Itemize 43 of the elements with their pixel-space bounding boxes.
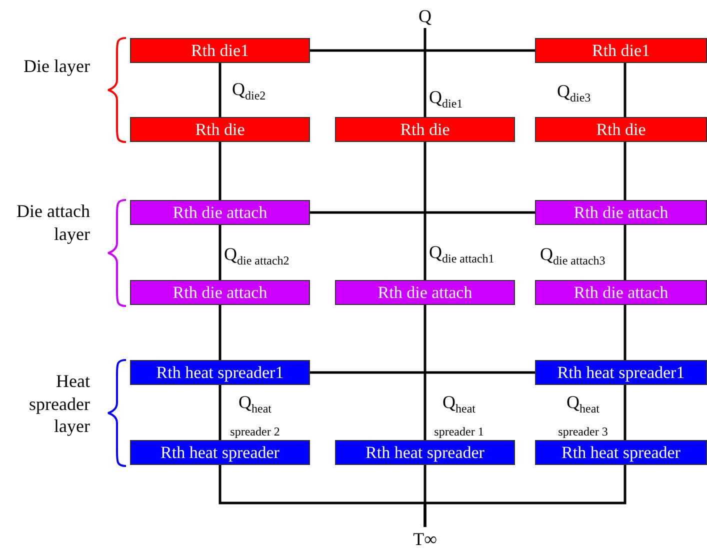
edge-label: Q$_{die attach1}$: [429, 243, 494, 266]
resistance-box: Rth die attach: [535, 200, 707, 225]
resistance-box: Rth heat spreader1: [130, 360, 310, 385]
edge-label: Q$_{die1}$: [429, 88, 463, 111]
resistance-box: Rth die attach: [335, 280, 515, 305]
resistance-box: Rth die attach: [130, 280, 310, 305]
resistance-box: Rth die: [535, 117, 707, 142]
connector-line: [624, 142, 626, 200]
edge-label: Q$_{die attach2}$: [224, 245, 290, 268]
connector-line: [218, 63, 222, 117]
resistance-box: Rth die1: [535, 38, 707, 63]
terminal-label: T∞: [405, 527, 445, 551]
connector-line: [218, 142, 222, 200]
connector-line: [424, 142, 426, 280]
connector-line: [218, 225, 222, 280]
connector-line: [624, 385, 626, 440]
edge-label: Q$_{die2}$: [232, 80, 266, 103]
connector-line: [218, 305, 222, 360]
resistance-box: Rth heat spreader: [535, 440, 707, 465]
connector-line: [310, 49, 535, 52]
layer-label: Heat spreader layer: [28, 370, 90, 438]
connector-line: [624, 305, 626, 360]
resistance-box: Rth die: [335, 117, 515, 142]
connector-line: [310, 211, 535, 214]
connector-line: [624, 63, 626, 117]
resistance-box: Rth die attach: [130, 200, 310, 225]
resistance-box: Rth heat spreader: [335, 440, 515, 465]
terminal-label: Q: [410, 4, 440, 28]
connector-line: [424, 305, 426, 440]
connector-line: [310, 371, 535, 374]
layer-label: Die attach layer: [16, 200, 90, 245]
connector-line: [424, 465, 626, 527]
resistance-box: Rth die1: [130, 38, 310, 63]
resistance-box: Rth die: [130, 117, 310, 142]
connector-line: [218, 385, 222, 440]
resistance-box: Rth die attach: [535, 280, 707, 305]
resistance-box: Rth heat spreader: [130, 440, 310, 465]
edge-label: Q$_{die3}$: [557, 82, 591, 105]
connector-line: [624, 225, 626, 280]
connector-line: [424, 28, 426, 117]
resistance-box: Rth heat spreader1: [535, 360, 707, 385]
edge-label: Q$_{die attach3}$: [540, 245, 606, 268]
layer-label: Die layer: [22, 55, 90, 78]
